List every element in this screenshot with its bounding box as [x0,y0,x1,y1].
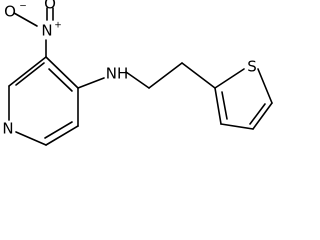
molecule-canvas: O − N + O NH N S [2,0,273,146]
bond-n1-c6 [15,131,47,146]
bond-c4-c3-inner [48,68,73,92]
bond-c4-nh [77,77,105,89]
double-oxygen-label: O [44,0,56,13]
bond-c4t-c3t [220,123,254,130]
bond-c2t-s [214,68,245,89]
bonds [8,7,273,146]
atom-labels: O − N + O NH N S [2,0,256,138]
bond-c6-c5 [45,125,79,146]
bond-c3t-c2t-inner [221,91,228,120]
oxygen-minus-label: O [4,3,16,21]
bond-ch2-thiophene [181,62,216,89]
bond-c3t-c2t [214,87,222,125]
molecule-structure: O − N + O NH N S [2,0,273,146]
bond-o-minus-n [13,12,38,27]
bond-c4-c3 [45,56,79,89]
bond-c3-c2-inner [15,62,45,86]
bond-c6-c5-inner [44,121,73,139]
amine-label: NH [106,65,129,83]
bond-nh-ch2 [125,71,150,89]
bond-s-c5t [257,68,273,104]
bond-c5t-c4t-inner [249,103,266,125]
nitro-nitrogen-label: N [41,22,52,40]
pyridine-nitrogen-label: N [2,120,13,138]
bond-c5t-c4t [252,102,273,130]
bond-ch2-ch2 [148,62,183,89]
minus-charge-label: − [19,2,27,12]
bond-c3-c2 [8,56,47,87]
plus-charge-label: + [54,21,62,31]
thiophene-sulfur-label: S [247,58,257,76]
